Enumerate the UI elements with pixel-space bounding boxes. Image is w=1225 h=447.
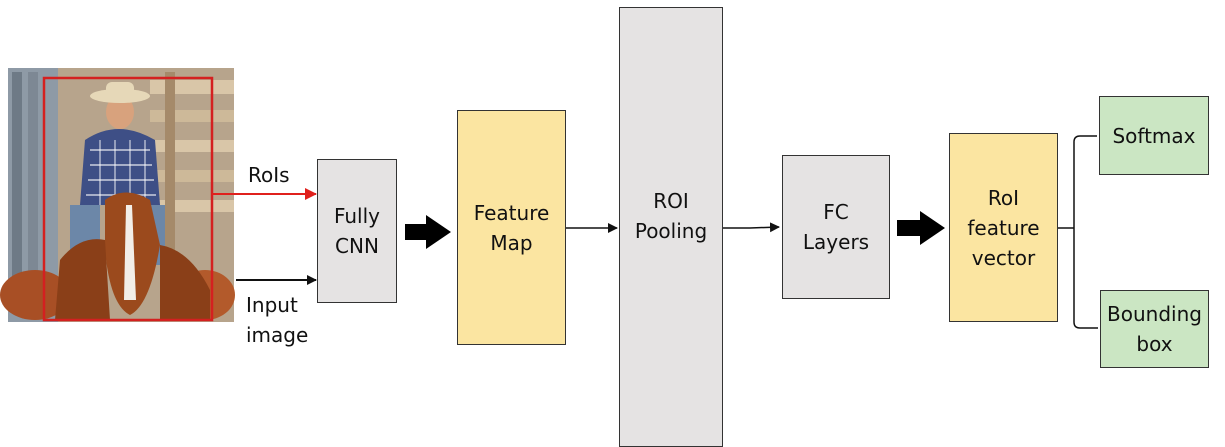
fully-cnn-node: Fully CNN (317, 159, 397, 303)
roi-box (42, 76, 214, 322)
softmax-node: Softmax (1099, 96, 1209, 175)
bounding-box-node: Bounding box (1100, 290, 1209, 368)
input-image (0, 68, 235, 322)
fc-to-vector-arrow (897, 211, 945, 245)
feature-map-node: Feature Map (457, 110, 566, 345)
roi-feature-vector-node: RoI feature vector (949, 133, 1058, 322)
branch-bracket (1073, 135, 1098, 329)
fc-layers-label: FC Layers (802, 200, 870, 254)
feature-map-label: Feature Map (473, 200, 550, 255)
roi-pooling-node: ROI Pooling (619, 7, 723, 447)
bounding-box-label: Bounding box (1107, 302, 1202, 356)
pooling-to-fc-arrow (723, 222, 780, 233)
fc-layers-node: FC Layers (782, 155, 890, 299)
roi-pooling-label: ROI Pooling (634, 189, 708, 243)
cnn-to-featuremap-arrow (405, 215, 451, 249)
fully-cnn-label: Fully CNN (333, 204, 381, 258)
roi-feature-vector-label: RoI feature vector (967, 185, 1040, 270)
input-image-label: Input image (246, 293, 309, 347)
softmax-label: Softmax (1112, 123, 1196, 148)
rois-label: RoIs (248, 163, 290, 187)
